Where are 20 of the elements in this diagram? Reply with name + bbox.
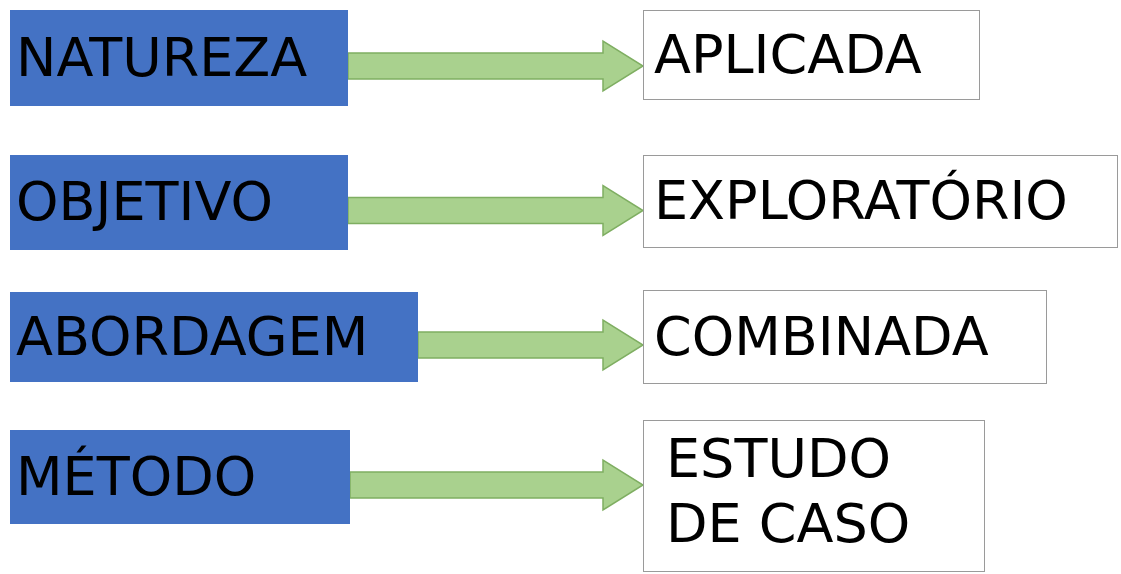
block-arrow (347, 184, 645, 237)
label-text: ESTUDO DE CASO (666, 427, 912, 557)
category-box (10, 155, 348, 250)
label-text: COMBINADA (654, 304, 989, 370)
block-arrow (417, 318, 645, 372)
label-text: NATUREZA (16, 25, 308, 91)
label-text: ABORDAGEM (16, 304, 369, 370)
block-arrow (349, 458, 645, 512)
value-box (643, 420, 985, 572)
category-box (10, 430, 350, 524)
value-box (643, 290, 1047, 384)
label-text: OBJETIVO (16, 170, 273, 235)
label-text: APLICADA (654, 22, 922, 88)
value-box (643, 10, 980, 100)
block-arrow (347, 39, 645, 93)
label-text: EXPLORATÓRIO (654, 169, 1068, 234)
category-box (10, 10, 348, 106)
label-text: MÉTODO (16, 444, 257, 510)
category-box (10, 292, 418, 382)
value-box (643, 155, 1118, 248)
